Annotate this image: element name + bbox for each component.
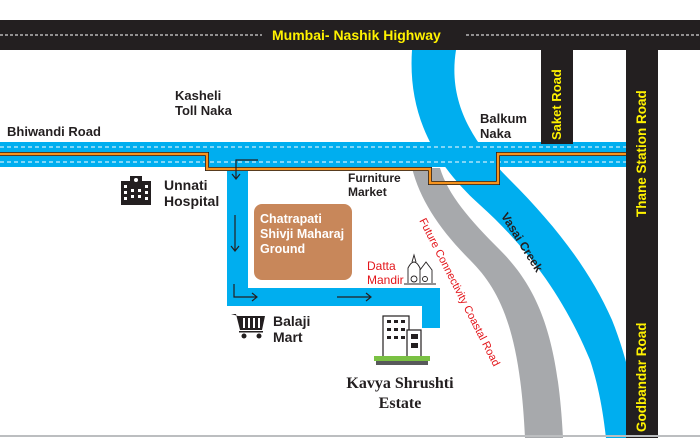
access-road	[227, 166, 440, 328]
coastal-road	[412, 168, 563, 438]
unnati-hospital-label: Unnati Hospital	[164, 177, 220, 209]
highway-label: Mumbai- Nashik Highway	[272, 27, 441, 43]
datta-mandir-label: Datta Mandir	[367, 259, 404, 287]
kavya-shrushti-estate-label: Kavya Shrushti Estate	[346, 375, 454, 412]
balkum-naka-label: Balkum Naka	[480, 111, 527, 141]
chatrapati-shivji-maharaj-ground: Chatrapati Shivji Maharaj Ground	[254, 204, 352, 280]
arrow-icon	[230, 159, 372, 302]
godbandar-road-label: Godbandar Road	[634, 322, 649, 432]
shopping-cart-icon	[231, 314, 265, 339]
balaji-mart-label: Balaji Mart	[273, 313, 311, 345]
kasheli-toll-naka-label: Kasheli Toll Naka	[175, 88, 232, 118]
hospital-icon	[121, 176, 151, 205]
thane-station-road-label: Thane Station Road	[634, 90, 649, 217]
saket-road	[541, 48, 573, 144]
furniture-market-label: Furniture Market	[348, 171, 401, 199]
thane-station-road	[626, 48, 658, 438]
temple-icon	[404, 253, 436, 285]
bhiwandi-road-label: Bhiwandi Road	[7, 124, 101, 139]
saket-road-label: Saket Road	[549, 69, 564, 140]
building-icon	[374, 315, 430, 365]
